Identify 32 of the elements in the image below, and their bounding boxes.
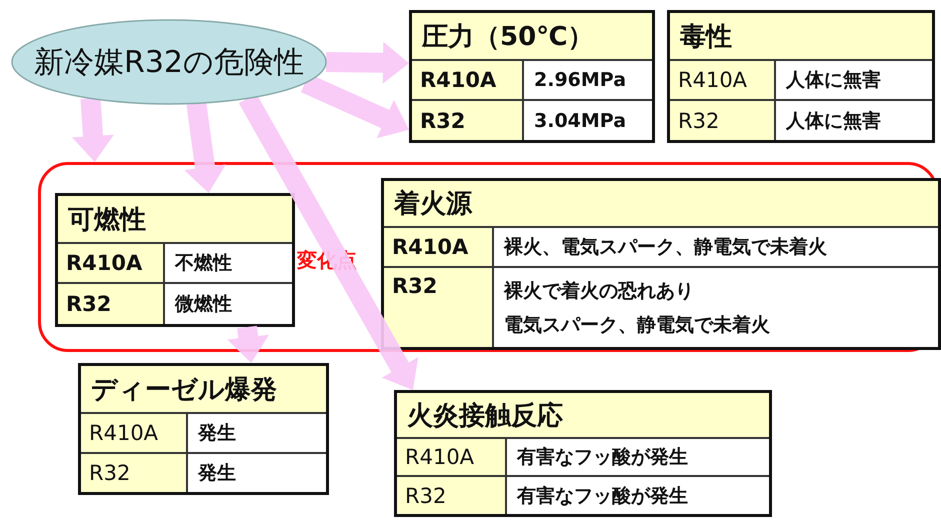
data-table	[78, 363, 329, 495]
cell-text: 発生	[198, 421, 237, 446]
frame-label: 変化点	[297, 247, 357, 274]
table-cell: R410A	[397, 439, 507, 477]
data-table	[409, 10, 655, 143]
cell-text: 有害なフッ酸が発生	[517, 445, 689, 470]
cell-text: 2.96MPa	[534, 69, 628, 91]
data-table	[667, 10, 935, 143]
cell-text: 人体に無害	[786, 108, 882, 134]
cell-text: 人体に無害	[786, 68, 882, 93]
data-table	[394, 390, 772, 517]
table-cell: R410A	[670, 61, 776, 101]
cell-text: 微燃性	[175, 292, 233, 317]
table-cell: R410A	[81, 414, 188, 454]
ellipse-text: 新冷媒R32の危険性	[34, 44, 304, 82]
table-cell: R410A	[384, 228, 494, 268]
cell-text: 裸火で着火の恐れあり	[504, 278, 695, 304]
block-arrow	[184, 102, 226, 193]
block-arrow	[72, 98, 114, 162]
cell-text: 電気スパーク、静電気で未着火	[504, 312, 771, 338]
block-arrow	[326, 42, 409, 84]
data-table	[381, 178, 941, 350]
cell-text: 裸火、電気スパーク、静電気で未着火	[504, 235, 828, 260]
cell-text: 不燃性	[175, 251, 233, 276]
highlight-frame	[38, 162, 938, 352]
cell-text: 有害なフッ酸が発生	[517, 484, 689, 508]
data-table	[55, 193, 295, 327]
block-arrow	[227, 326, 269, 363]
table-cell: R410A	[58, 244, 165, 284]
cell-text: 発生	[198, 461, 237, 486]
cell-text: 3.04MPa	[534, 110, 628, 132]
table-cell: R410A	[412, 61, 524, 101]
